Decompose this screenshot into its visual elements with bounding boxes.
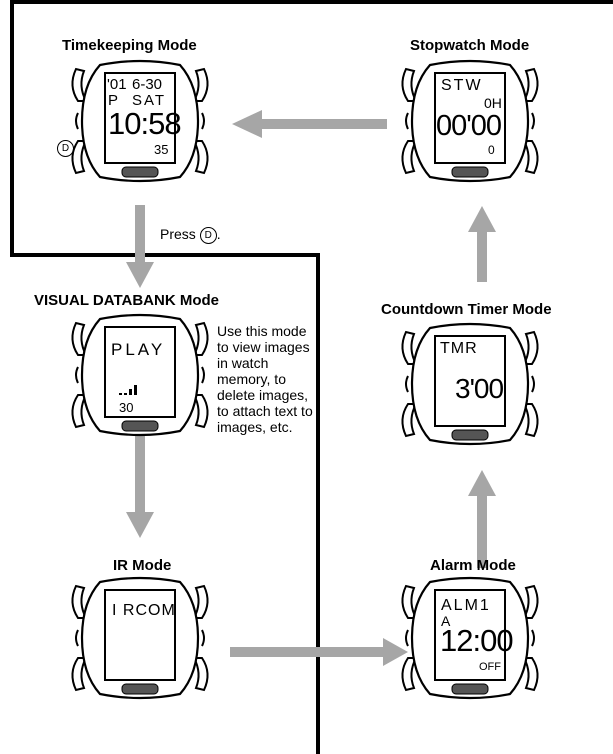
alarm-title: Alarm Mode — [430, 557, 516, 574]
tmr-time: 3'00 — [455, 373, 504, 404]
desc-line: delete images, — [217, 387, 309, 403]
tk-seconds: 35 — [154, 142, 169, 157]
stw-sub: 0 — [488, 143, 495, 157]
stw-time: 00'00 — [436, 110, 502, 142]
tk-day: SAT — [132, 92, 167, 109]
desc-line: in watch — [217, 355, 269, 371]
vdb-count: 30 — [119, 400, 134, 415]
desc-line: memory, to — [217, 371, 286, 387]
vdb-mode: PLAY — [111, 340, 166, 359]
boundary-line — [10, 0, 320, 754]
timekeeping-title: Timekeeping Mode — [62, 37, 197, 54]
ir-mode: I RCOM — [112, 602, 176, 619]
d-button-marker[interactable]: D — [57, 140, 74, 157]
countdown-timer-title: Countdown Timer Mode — [381, 301, 552, 318]
ir-title: IR Mode — [113, 557, 172, 574]
tk-year: '01 — [107, 76, 127, 93]
d-button-icon: D — [57, 140, 74, 157]
visual-databank-title: VISUAL DATABANK Mode — [34, 292, 219, 309]
flow-arrows — [126, 110, 496, 666]
desc-line: to attach text to — [217, 403, 313, 419]
desc-line: Use this mode — [217, 323, 307, 339]
alm-flag: A — [441, 613, 451, 629]
watch-visual-databank — [71, 313, 209, 437]
desc-line: images, etc. — [217, 419, 293, 435]
tk-ampm: P — [108, 92, 119, 109]
tk-time: 10:58 — [108, 106, 182, 141]
tk-date: 6-30 — [132, 76, 163, 93]
stopwatch-title: Stopwatch Mode — [410, 37, 530, 54]
alm-time: 12:00 — [440, 623, 514, 658]
stw-mode: STW — [441, 77, 483, 94]
desc-line: to view images — [217, 339, 310, 355]
signal-bars-icon — [119, 385, 137, 395]
stw-hours: 0H — [484, 95, 502, 111]
press-text: Press — [160, 226, 196, 242]
watch-ir — [71, 576, 209, 700]
vdb-description: Use this mode to view images in watch me… — [217, 323, 327, 435]
press-instruction: Press D. — [160, 226, 221, 244]
d-button-icon: D — [199, 226, 217, 244]
alm-mode: ALM1 — [441, 597, 491, 614]
press-suffix: . — [216, 226, 221, 242]
tmr-mode: TMR — [440, 340, 478, 357]
alm-status: OFF — [479, 661, 501, 673]
